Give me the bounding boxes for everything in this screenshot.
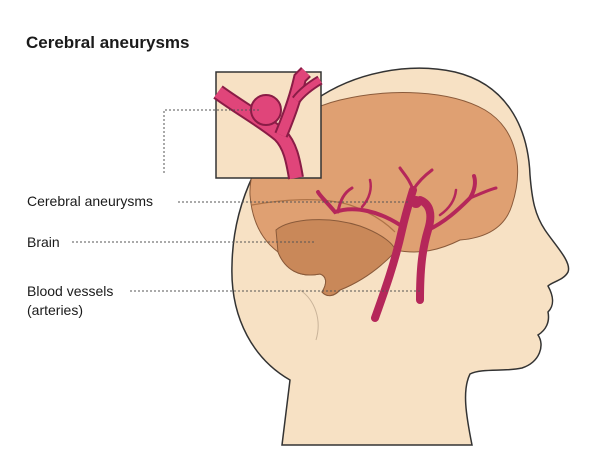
blood-vessels <box>316 166 498 322</box>
diagram-title: Cerebral aneurysms <box>26 33 190 52</box>
brain-lower-lobe <box>275 219 396 297</box>
ear-outline <box>299 289 319 341</box>
label-arteries: (arteries) <box>27 302 84 318</box>
brain-fold <box>251 199 396 233</box>
aneurysm-bulge <box>410 196 422 208</box>
label-blood-vessels: Blood vessels <box>27 283 114 299</box>
label-cerebral-aneurysms: Cerebral aneurysms <box>27 193 154 209</box>
label-brain: Brain <box>27 234 60 250</box>
inset-artery <box>213 67 323 180</box>
leader-lines <box>72 109 420 292</box>
